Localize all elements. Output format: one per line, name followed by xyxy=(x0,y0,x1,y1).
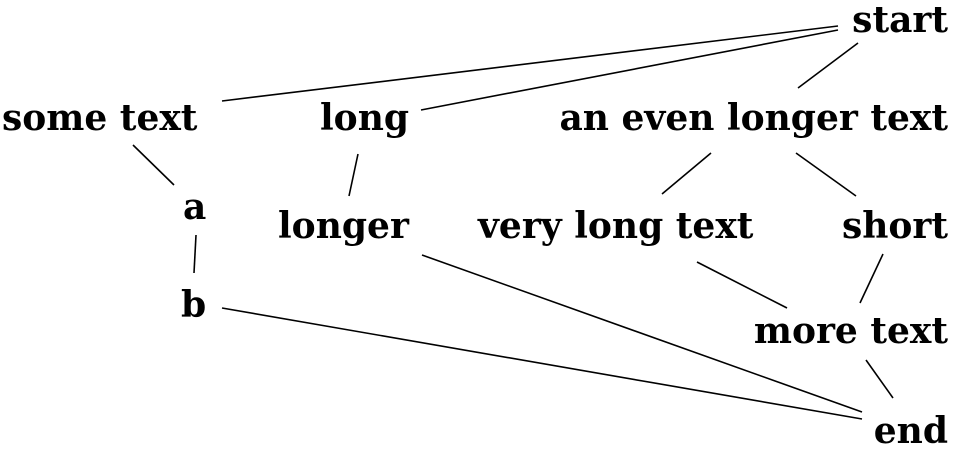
edge-long-longer xyxy=(348,153,359,197)
node-some-text: some text xyxy=(2,97,198,139)
node-more-text: more text xyxy=(753,310,948,352)
edge-start-some xyxy=(221,25,839,102)
edge-more-end xyxy=(865,359,894,399)
node-longer: longer xyxy=(278,205,409,247)
node-short: short xyxy=(841,205,948,247)
node-very-long-text: very long text xyxy=(478,205,754,247)
edge-some-a xyxy=(132,144,175,186)
edge-start-long xyxy=(420,29,839,111)
edge-even-very xyxy=(661,152,712,195)
node-an-even-longer-text: an even longer text xyxy=(559,97,948,139)
node-long: long xyxy=(320,97,410,139)
node-a: a xyxy=(183,186,207,228)
edge-even-short xyxy=(795,152,857,197)
edge-b-end xyxy=(221,307,863,420)
edge-short-more xyxy=(859,253,884,304)
edge-very-more xyxy=(696,261,788,309)
edge-start-even xyxy=(797,42,859,89)
node-b: b xyxy=(181,284,207,326)
edge-a-b xyxy=(193,234,197,274)
node-end: end xyxy=(873,410,948,449)
edge-longer-end xyxy=(421,254,863,413)
node-start: start xyxy=(852,0,948,41)
